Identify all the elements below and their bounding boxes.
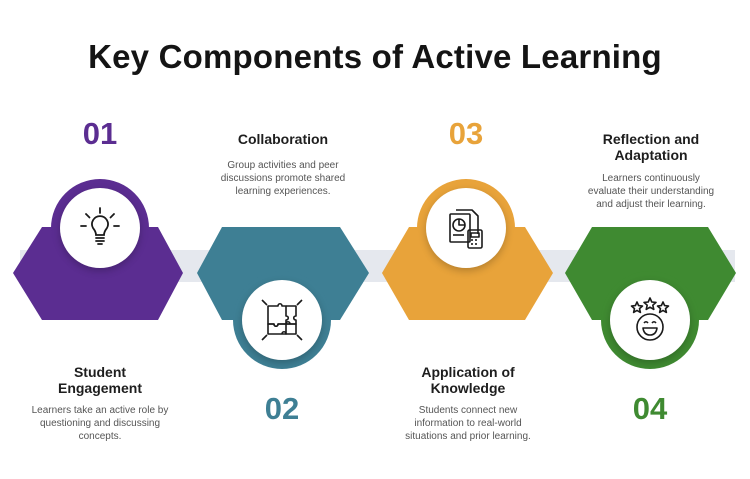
step-3-icon-circle: [426, 188, 506, 268]
step-4-icon-circle: [610, 280, 690, 360]
step-3-number: 03: [448, 116, 484, 151]
step-1-icon-circle: [60, 188, 140, 268]
smiley-stars-icon: [630, 297, 670, 341]
step-2-icon-circle: [242, 280, 322, 360]
step-2-number: 02: [264, 391, 300, 426]
step-3-description: Students connect new information to real…: [405, 405, 531, 442]
page-title: Key Components of Active Learning: [88, 38, 662, 75]
puzzle-icon: [261, 299, 303, 341]
step-2-description: Group activities and peer discussions pr…: [220, 160, 346, 197]
step-2-heading: Collaboration: [237, 131, 329, 147]
step-4-heading: Reflection and Adaptation: [602, 131, 700, 163]
step-3-heading: Application of Knowledge: [421, 364, 515, 396]
step-1-description: Learners take an active role by question…: [31, 405, 169, 442]
step-4-number: 04: [632, 391, 668, 426]
step-1-heading: Student Engagement: [57, 364, 142, 396]
step-1-number: 01: [82, 116, 118, 151]
lightbulb-icon: [80, 207, 120, 245]
calculator-chart-icon: [449, 209, 483, 249]
step-4-description: Learners continuously evaluate their und…: [587, 173, 715, 210]
